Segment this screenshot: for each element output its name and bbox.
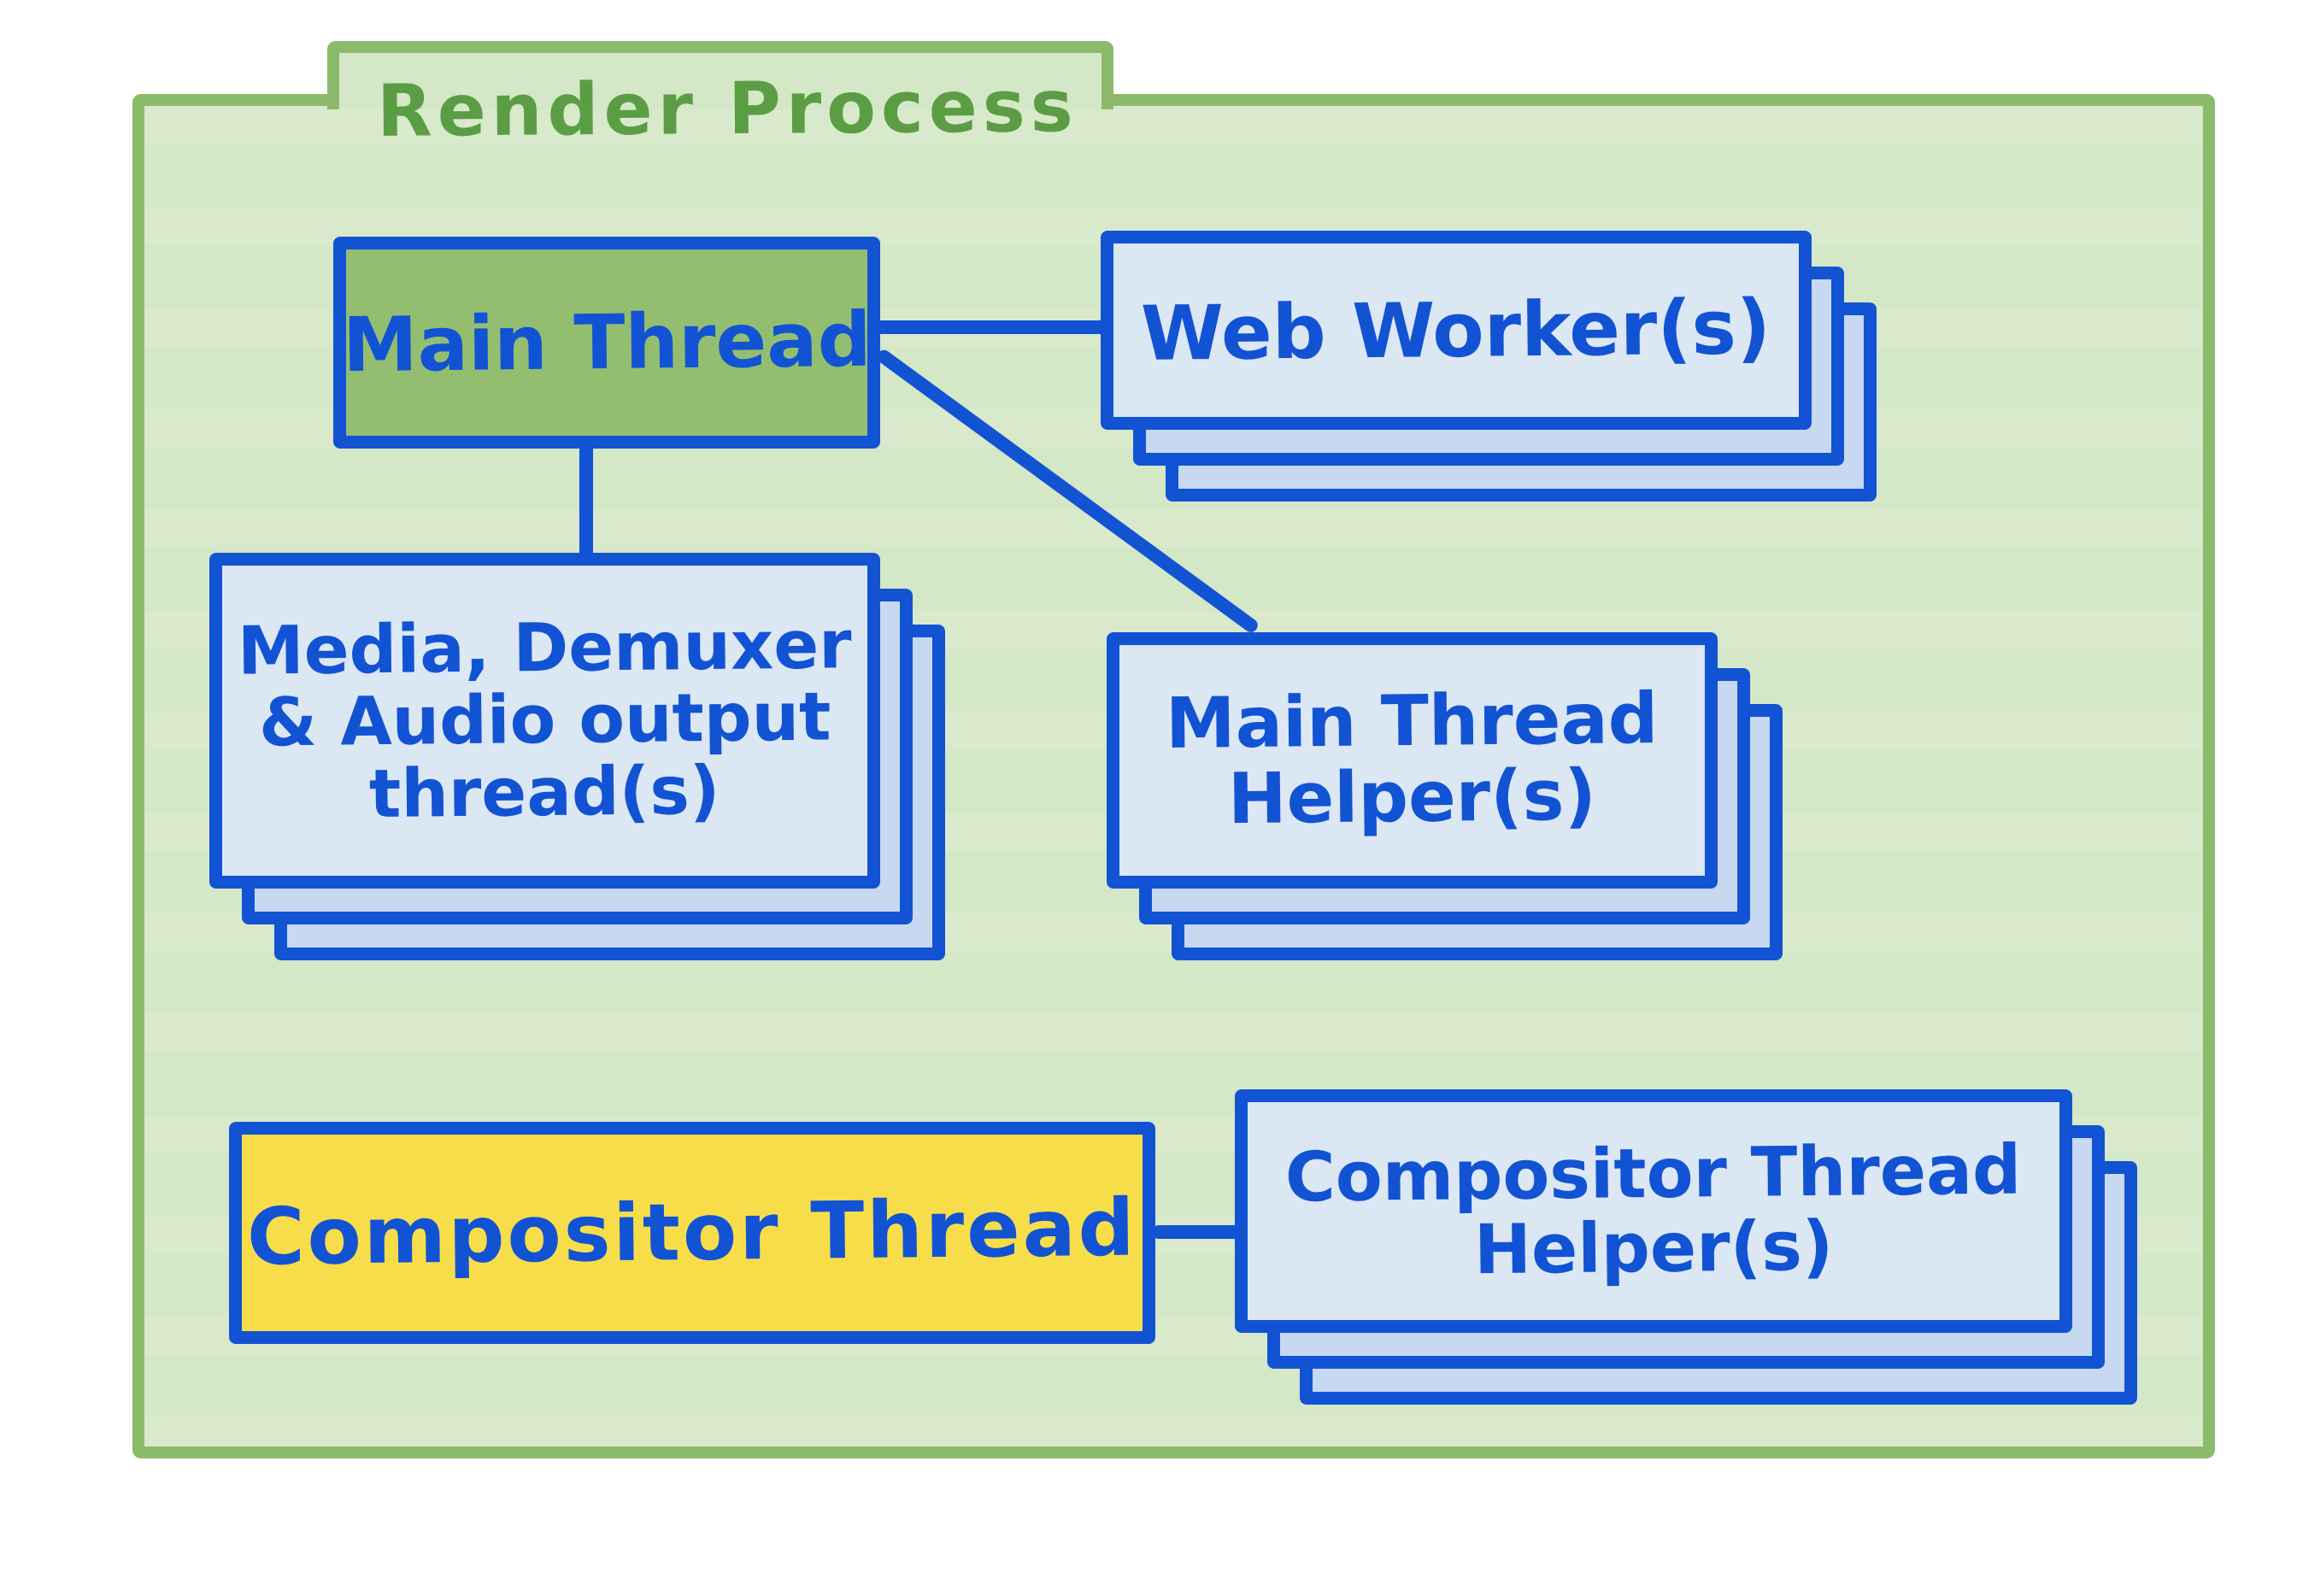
connector-compositor-to-compositor-helpers xyxy=(1152,1225,1241,1239)
node-web-workers: Web Worker(s) xyxy=(1101,231,1877,502)
node-main-thread-helpers: Main Thread Helper(s) xyxy=(1107,632,1783,960)
media-threads-label-line-2: & Audio output xyxy=(258,678,831,762)
connector-main-thread-to-media-threads xyxy=(579,442,593,561)
compositor-helpers-label-line-1: Compositor Thread xyxy=(1284,1130,2023,1218)
media-threads-label-line-3: thread(s) xyxy=(368,752,721,833)
render-process-tab: Render Process xyxy=(327,41,1113,153)
connector-main-thread-to-web-workers xyxy=(872,320,1119,334)
main-thread-helpers-label-line-2: Helper(s) xyxy=(1227,754,1597,841)
diagram-title: Render Process xyxy=(376,64,1079,153)
compositor-helpers-front-card: Compositor Thread Helper(s) xyxy=(1235,1089,2072,1333)
web-workers-label: Web Worker(s) xyxy=(1140,283,1772,378)
compositor-helpers-label-line-2: Helper(s) xyxy=(1473,1206,1834,1289)
web-workers-front-card: Web Worker(s) xyxy=(1101,231,1812,430)
node-main-thread: Main Thread xyxy=(333,237,880,449)
node-compositor-thread-helpers: Compositor Thread Helper(s) xyxy=(1235,1089,2137,1405)
main-thread-label: Main Thread xyxy=(342,295,872,390)
node-media-demuxer-audio-threads: Media, Demuxer & Audio output thread(s) xyxy=(209,553,945,960)
compositor-thread-label: Compositor Thread xyxy=(246,1182,1138,1283)
main-thread-helpers-front-card: Main Thread Helper(s) xyxy=(1107,632,1718,889)
main-thread-helpers-label-line-1: Main Thread xyxy=(1165,678,1660,766)
node-compositor-thread: Compositor Thread xyxy=(229,1122,1155,1344)
media-threads-label-line-1: Media, Demuxer xyxy=(237,607,853,690)
media-threads-front-card: Media, Demuxer & Audio output thread(s) xyxy=(209,553,880,889)
